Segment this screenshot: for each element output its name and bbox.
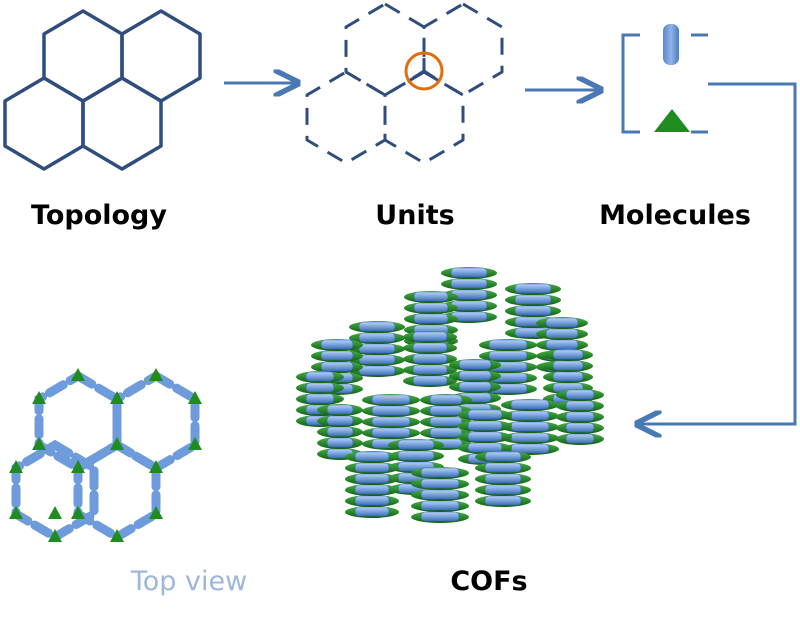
top-view-node-icon: [149, 368, 163, 381]
top-view-node-icon: [48, 506, 62, 519]
cofs-label: COFs: [450, 566, 527, 597]
topology-label: Topology: [31, 200, 167, 231]
cof-linker-column: [317, 404, 363, 460]
cof-3d-stack: [296, 267, 604, 523]
units-label: Units: [375, 200, 454, 231]
top-view-label: Top view: [130, 566, 247, 597]
top-view-node-icon: [110, 529, 124, 542]
top-view-node-icon: [32, 391, 46, 404]
top-view-node-icon: [188, 391, 202, 404]
molecules-label: Molecules: [599, 200, 751, 231]
top-view-node-icon: [48, 529, 62, 542]
top-view-node-icon: [9, 460, 23, 473]
cof-linker-column: [556, 389, 604, 445]
top-view-node-icon: [71, 460, 85, 473]
cof-linker-column: [475, 451, 531, 507]
top-view-node-icon: [9, 506, 23, 519]
molecules-bracket: [621, 33, 708, 134]
top-view-node-icon: [188, 437, 202, 450]
arrow-molecules-to-cofs: [640, 82, 797, 424]
cof-linker-column: [501, 399, 559, 455]
cof-linker-column: [411, 467, 469, 523]
cof-linker-column: [349, 321, 405, 377]
top-view-node-icon: [110, 437, 124, 450]
cof-linker-column: [403, 331, 457, 387]
cof-top-view: [9, 368, 202, 543]
top-view-node-icon: [71, 506, 85, 519]
cof-linker-column: [362, 394, 420, 450]
molecule-linker-bar: [663, 24, 679, 65]
dashed-unit-lattice: [305, 2, 504, 165]
top-view-node-icon: [110, 391, 124, 404]
top-view-node-icon: [149, 506, 163, 519]
top-view-node-icon: [32, 437, 46, 450]
cof-linker-column: [345, 451, 399, 518]
topology-hexagon-lattice: [3, 9, 202, 171]
top-view-node-icon: [71, 368, 85, 381]
unit-node-highlight: [404, 51, 444, 91]
top-view-node-icon: [149, 460, 163, 473]
molecule-triangle-node: [654, 109, 690, 132]
